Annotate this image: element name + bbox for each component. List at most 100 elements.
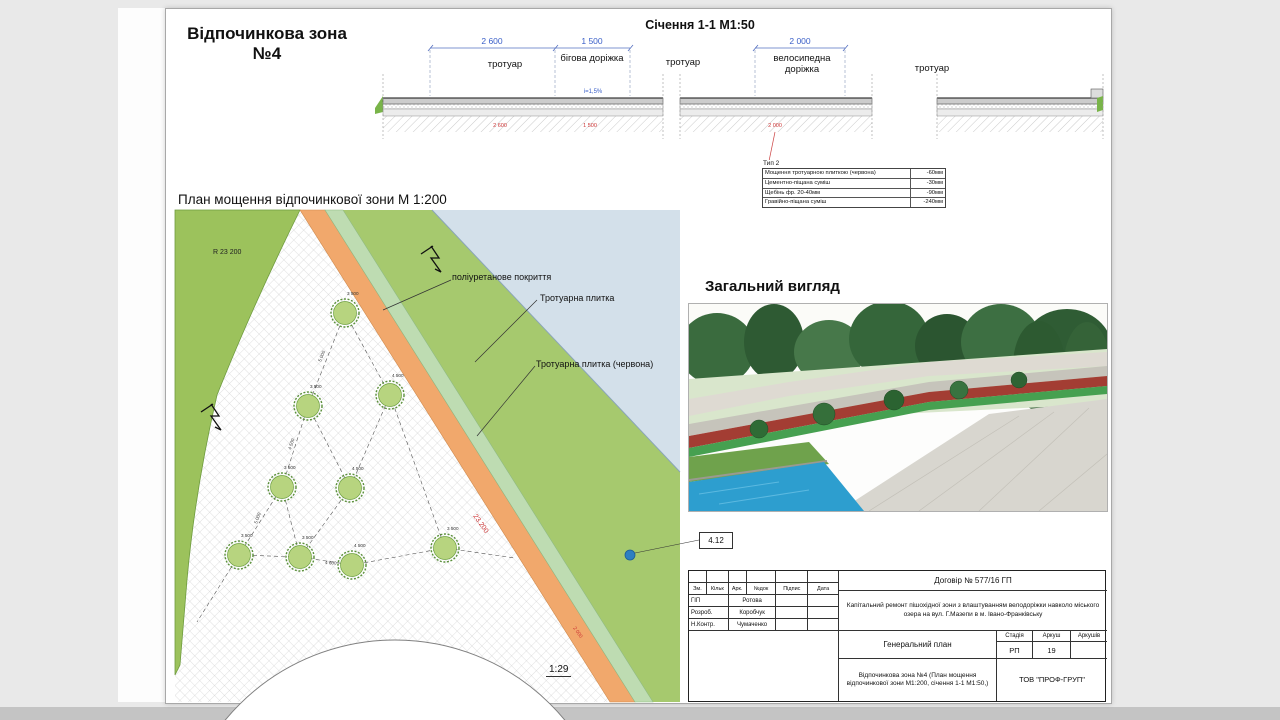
callout-leaders (382, 279, 538, 437)
callout-tile-red: Тротуарна плитка (червона) (536, 359, 654, 369)
role-name: Ротова (729, 595, 777, 606)
material-spec-table: Тип 2 Мощення тротуарною плиткою (червон… (762, 160, 946, 209)
col-header-kilk: Кільк (707, 583, 729, 594)
spec-row: Щебінь фр. 20-40мм -90мм (763, 187, 945, 198)
red-dim-1500: 1 500 (583, 123, 597, 129)
paved-area-hatch (175, 210, 610, 702)
plan-title: План мощення відпочинкової зони М 1:200 (178, 192, 447, 207)
tree-dim-label: 4 500 (354, 543, 366, 548)
company-name: ТОВ "ПРОФ-ГРУП" (1019, 675, 1085, 685)
tree: 3 500 (330, 291, 360, 328)
plaza-circle (224, 639, 566, 720)
tree-dim-label: 3 500 (302, 535, 314, 540)
tree: 3 500 (430, 526, 460, 563)
section-label-running-track: бігова доріжка (560, 53, 624, 64)
tree: 4 500 (375, 373, 405, 410)
title-block: Зм. Кільк Арк. №док Підпис Дата ГІП Рото… (688, 570, 1107, 702)
render-plaza (839, 399, 1107, 511)
render-water-streaks (698, 481, 810, 505)
tree: 3 500 (285, 535, 315, 572)
section-label-sidewalk-2: тротуар (665, 57, 701, 68)
col-header-ndoc: №док (747, 583, 777, 594)
role-title: Н.Контр. (689, 619, 729, 630)
callout-tile: Тротуарна плитка (540, 293, 615, 303)
spec-material-value: -90мм (926, 189, 943, 196)
tree: 3 500 (267, 465, 297, 502)
spacing-dim: 5 000 (253, 511, 262, 524)
section-block-sidewalk-3 (936, 88, 1104, 132)
spec-row: Гравійно-піщана суміш -240мм (763, 197, 945, 208)
render-red-tile-path (689, 376, 1107, 448)
spacing-dim: 5 000 (317, 349, 326, 362)
grass-area-left (174, 209, 301, 676)
shoreline (431, 209, 681, 473)
col-header-ark: Арк. (729, 583, 747, 594)
tree-dim-label: 3 500 (347, 291, 359, 296)
general-view-title: Загальний вигляд (705, 278, 840, 295)
project-description: Капітальний ремонт пішохідної зони з вла… (846, 602, 1100, 618)
spec-type-label: Тип 2 (763, 160, 780, 167)
red-dim-2000: 2 000 (768, 123, 782, 129)
render-water (689, 462, 864, 511)
stage-label: Стадія (997, 631, 1033, 641)
cross-section-drawing: 2 600 1 500 2 000 і=1,5% (375, 36, 1104, 167)
bottom-bar (0, 707, 1280, 720)
tree-dim-label: 3 500 (447, 526, 459, 531)
paving-plan-drawing: 3 500 3 500 4 500 3 500 4 500 (174, 209, 700, 720)
dim-text-2000: 2 000 (789, 36, 811, 46)
page-underlay (118, 8, 165, 702)
dimension-lines (427, 44, 849, 52)
tree-dim-label: 4 500 (392, 373, 404, 378)
green-bike-lane (324, 209, 654, 703)
section-label-sidewalk-1: тротуар (487, 59, 523, 70)
tree: 4 500 (337, 543, 367, 580)
section-label-sidewalk-3: тротуар (914, 63, 950, 74)
section-label-bike-path: велосипедна доріжка (773, 53, 831, 75)
red-dim-2600: 2 600 (493, 123, 507, 129)
title-block-right: Договір № 577/16 ГП Капітальний ремонт п… (839, 571, 1107, 701)
sheet-value: 19 (1033, 642, 1071, 658)
spec-material-name: Щебінь фр. 20-40мм (763, 188, 911, 198)
callout-polyurethane: поліуретанове покриття (452, 272, 552, 282)
document-name: Генеральний план (839, 631, 997, 658)
radius-label: R 23 200 (213, 249, 242, 256)
role-title: ГІП (689, 595, 729, 606)
drawing-subject: Відпочинкова зона №4 (План мощення відпо… (839, 659, 997, 701)
spec-row: Цементно-піщана суміш -30мм (763, 178, 945, 188)
page-title: Відпочинкова зона №4 (187, 24, 347, 63)
render-shrubs (749, 371, 1028, 439)
tree-dim-label: 3 500 (241, 533, 253, 538)
tree: 3 500 (224, 533, 254, 570)
render-stone-edge (689, 460, 828, 481)
section-block-sidewalk-track (375, 96, 664, 132)
sheets-value (1071, 642, 1107, 658)
spec-material-value: -30мм (926, 180, 943, 187)
tree-dim-label: 3 500 (284, 465, 296, 470)
stage-value: РП (997, 642, 1033, 658)
extension-lines (429, 50, 846, 96)
tree-dim-label: 3 500 (310, 384, 322, 389)
spec-material-name: Мощення тротуарною плиткою (червона) (763, 169, 911, 179)
spacing-dim: 4 600 (325, 560, 337, 566)
render-upper-path (689, 352, 1107, 416)
role-name: Коробчук (729, 607, 777, 618)
render-green-bike-lane (689, 386, 1107, 457)
plan-scale-note: 1:29 (546, 664, 572, 677)
section-boundary-lines (382, 74, 1104, 139)
spec-material-name: Гравійно-піщана суміш (763, 198, 911, 208)
slope-label: і=1,5% (584, 89, 603, 95)
role-name: Чумаченко (729, 619, 777, 630)
spec-material-value: -240мм (923, 199, 943, 206)
title-block-left: Зм. Кільк Арк. №док Підпис Дата ГІП Рото… (689, 571, 839, 701)
col-header-zm: Зм. (689, 583, 707, 594)
render-plaza-joints (868, 407, 1107, 511)
render-grass-bank (689, 442, 829, 482)
lamp-symbol-icon (200, 245, 442, 431)
spec-row: Мощення тротуарною плиткою (червона) -60… (763, 169, 945, 179)
dim-text-2600: 2 600 (481, 36, 503, 46)
tree-dim-label: 4 500 (352, 466, 364, 471)
marker-leader (634, 539, 700, 554)
section-block-bike (679, 97, 873, 132)
role-title: Розроб. (689, 607, 729, 618)
